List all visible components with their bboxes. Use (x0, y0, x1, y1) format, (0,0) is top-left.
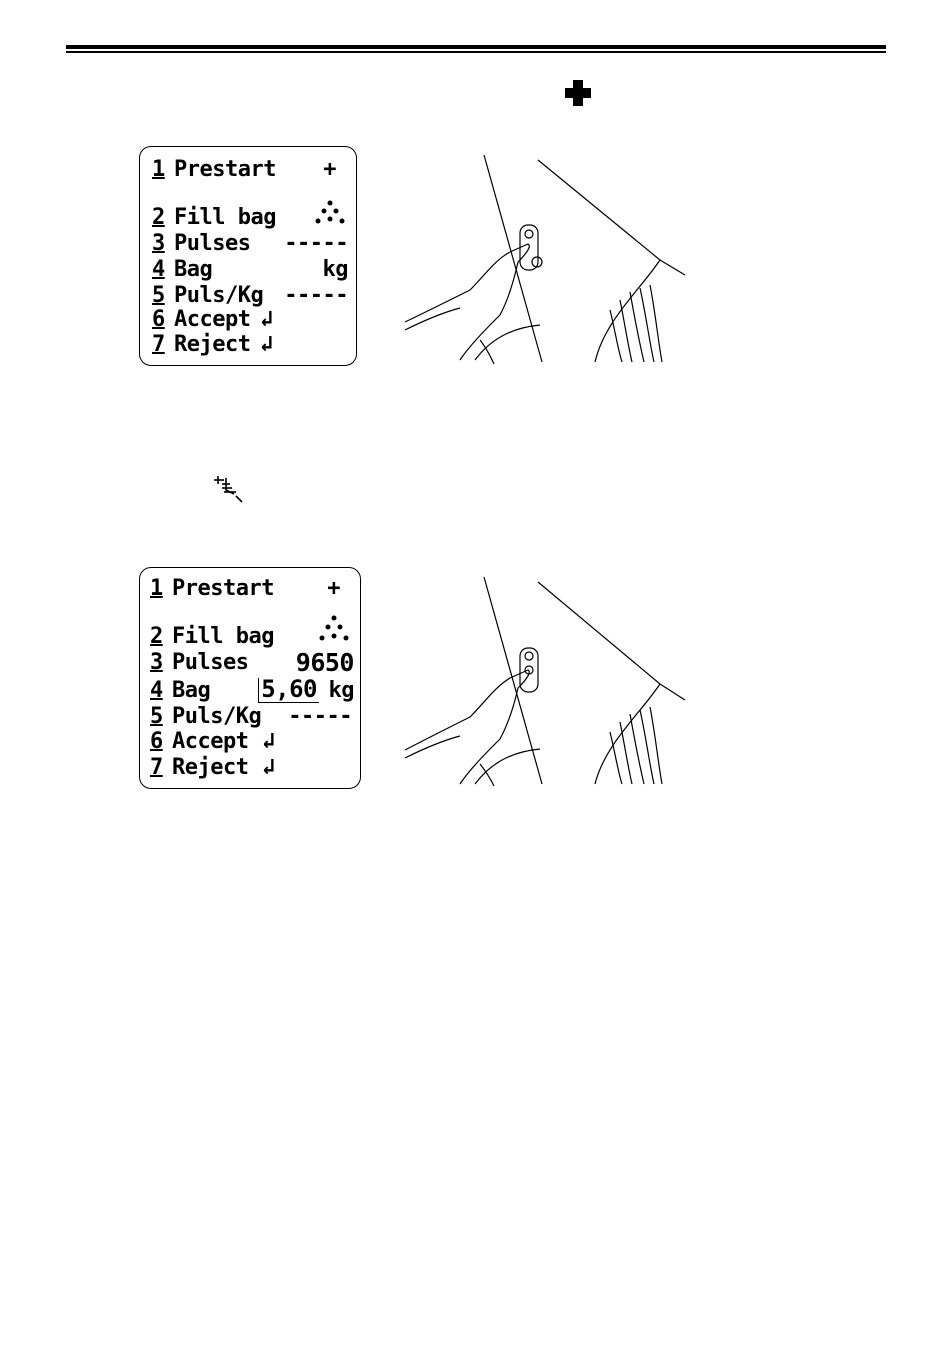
row-number: 4 (150, 678, 163, 704)
menu-row-reject[interactable]: 7 Reject ↲ (140, 755, 360, 781)
lcd-display-2: 1 Prestart + 2 Fill bag 3 Pulses 9650 4 … (139, 567, 361, 789)
menu-row-fill-bag[interactable]: 2 Fill bag (140, 624, 360, 650)
row-number: 5 (152, 283, 165, 309)
pulses-value: ----- (284, 231, 348, 257)
bag-weight-field[interactable]: 5,60 (258, 678, 319, 703)
row-label: Fill bag (174, 205, 276, 231)
hand-press-icon (212, 472, 246, 506)
enter-icon: ↲ (260, 307, 273, 333)
row-label: Accept (172, 729, 248, 755)
row-label: Bag (172, 678, 210, 704)
row-number: 3 (150, 650, 163, 676)
row-number: 2 (150, 624, 163, 650)
hand-pressing-button-illustration-2 (400, 572, 700, 792)
menu-row-bag[interactable]: 4 Bag kg (140, 257, 356, 283)
menu-row-reject[interactable]: 7 Reject ↲ (140, 332, 356, 358)
dots-triangle-icon (312, 199, 348, 227)
row-label: Bag (174, 257, 212, 283)
hand-pressing-button-illustration-1 (400, 150, 700, 370)
row-label: Prestart (174, 157, 276, 183)
bag-weight-value: 5,60 (261, 676, 317, 702)
pulses-value: 9650 (296, 650, 354, 676)
bag-unit: kg (329, 678, 355, 704)
plus-icon (563, 78, 593, 108)
menu-row-puls-kg[interactable]: 5 Puls/Kg ----- (140, 704, 360, 730)
row-label: Pulses (174, 231, 250, 257)
machine-hoses (610, 707, 662, 784)
menu-row-puls-kg[interactable]: 5 Puls/Kg ----- (140, 283, 356, 309)
row-number: 1 (152, 157, 165, 183)
lcd-display-1: 1 Prestart + 2 Fill bag 3 Pulses ----- 4… (139, 146, 357, 366)
row-label: Fill bag (172, 624, 274, 650)
row-label: Accept (174, 307, 250, 333)
row-number: 7 (152, 332, 165, 358)
menu-row-prestart[interactable]: 1 Prestart + (140, 576, 360, 602)
button-panel (520, 225, 542, 270)
header-rule-thick (66, 45, 886, 49)
header-rule-thin (66, 51, 886, 53)
machine-hoses (610, 285, 662, 362)
enter-icon: ↲ (262, 729, 275, 755)
row-number: 2 (152, 205, 165, 231)
row-label: Puls/Kg (174, 283, 263, 309)
enter-icon: ↲ (262, 755, 275, 781)
row-number: 4 (152, 257, 165, 283)
menu-row-pulses[interactable]: 3 Pulses ----- (140, 231, 356, 257)
row-label: Puls/Kg (172, 704, 261, 730)
row-label: Prestart (172, 576, 274, 602)
row-label: Pulses (172, 650, 248, 676)
row-number: 3 (152, 231, 165, 257)
prestart-plus: + (323, 157, 336, 183)
menu-row-pulses[interactable]: 3 Pulses 9650 (140, 650, 360, 676)
row-number: 5 (150, 704, 163, 730)
menu-row-accept[interactable]: 6 Accept ↲ (140, 729, 360, 755)
puls-kg-value: ----- (284, 283, 348, 309)
menu-row-bag[interactable]: 4 Bag 5,60 kg (140, 678, 360, 704)
prestart-plus: + (327, 576, 340, 602)
row-number: 1 (150, 576, 163, 602)
menu-row-accept[interactable]: 6 Accept ↲ (140, 307, 356, 333)
menu-row-prestart[interactable]: 1 Prestart + (140, 157, 356, 183)
row-number: 6 (150, 729, 163, 755)
row-label: Reject (174, 332, 250, 358)
menu-row-fill-bag[interactable]: 2 Fill bag (140, 205, 356, 231)
bag-unit: kg (323, 257, 349, 283)
row-number: 6 (152, 307, 165, 333)
row-label: Reject (172, 755, 248, 781)
enter-icon: ↲ (260, 332, 273, 358)
row-number: 7 (150, 755, 163, 781)
dots-triangle-icon (316, 614, 352, 644)
puls-kg-value: ----- (288, 704, 352, 730)
